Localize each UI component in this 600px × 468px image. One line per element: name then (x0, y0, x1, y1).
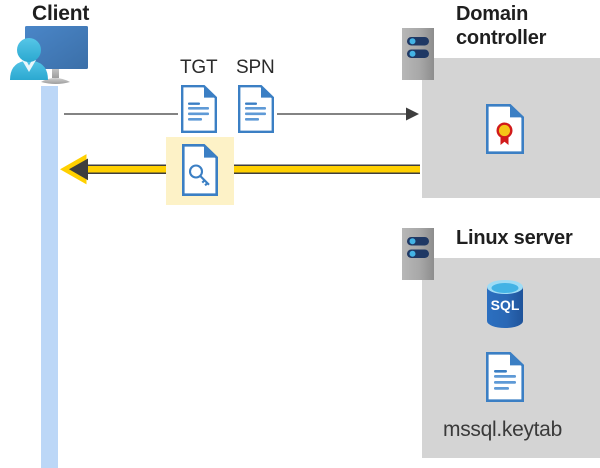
keytab-document-icon (486, 352, 524, 402)
keytab-filename-label: mssql.keytab (443, 418, 562, 441)
spn-document-icon (238, 85, 274, 133)
client-title: Client (32, 2, 90, 25)
linux-server-icon (402, 228, 434, 280)
linux-server-title: Linux server (456, 227, 573, 249)
certificate-document-icon (486, 104, 524, 154)
label-spn: SPN (236, 57, 275, 78)
request-arrow-right (64, 107, 419, 121)
tgt-document-icon (181, 85, 217, 133)
service-ticket-key-document-icon (182, 144, 218, 196)
response-arrow-left (59, 154, 420, 185)
client-workstation-icon (4, 22, 112, 94)
client-lifeline (41, 86, 58, 468)
sql-database-icon: SQL (482, 278, 528, 330)
sql-database-label: SQL (491, 297, 520, 313)
label-tgt: TGT (180, 57, 218, 78)
domain-controller-server-icon (402, 28, 434, 80)
domain-controller-title: Domain controller (456, 3, 547, 49)
